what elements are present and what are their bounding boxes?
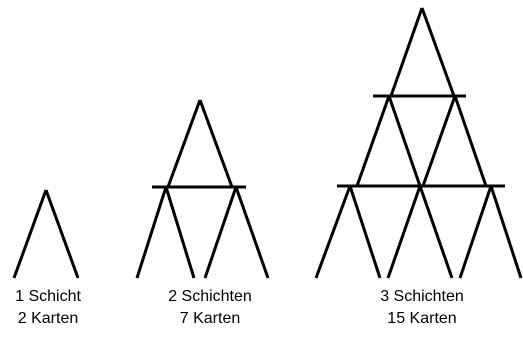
- card: [422, 8, 454, 96]
- card: [389, 96, 420, 186]
- card: [205, 187, 236, 278]
- cards-label: 7 Karten: [140, 308, 280, 330]
- card: [137, 187, 166, 278]
- card: [46, 190, 78, 278]
- layers-label: 2 Schichten: [140, 286, 280, 308]
- card: [14, 190, 46, 278]
- card: [357, 96, 389, 186]
- card: [423, 96, 455, 186]
- card: [455, 96, 486, 186]
- card: [200, 100, 232, 187]
- cards-label: 2 Karten: [0, 308, 96, 330]
- layers-label: 1 Schicht: [0, 286, 96, 308]
- card: [491, 186, 521, 278]
- card: [168, 100, 200, 187]
- card: [391, 8, 422, 96]
- card: [236, 187, 268, 278]
- caption-house-2: 2 Schichten 7 Karten: [140, 286, 280, 330]
- layers-label: 3 Schichten: [352, 286, 492, 308]
- card: [388, 186, 420, 278]
- card: [166, 187, 194, 278]
- card: [350, 186, 380, 278]
- card-house-2-layers: [137, 100, 268, 278]
- card: [460, 186, 491, 278]
- card: [316, 186, 350, 278]
- card-house-3-layers: [316, 8, 521, 278]
- card-house-1-layer: [14, 190, 78, 278]
- card: [420, 186, 452, 278]
- caption-house-1: 1 Schicht 2 Karten: [0, 286, 96, 330]
- caption-house-3: 3 Schichten 15 Karten: [352, 286, 492, 330]
- cards-label: 15 Karten: [352, 308, 492, 330]
